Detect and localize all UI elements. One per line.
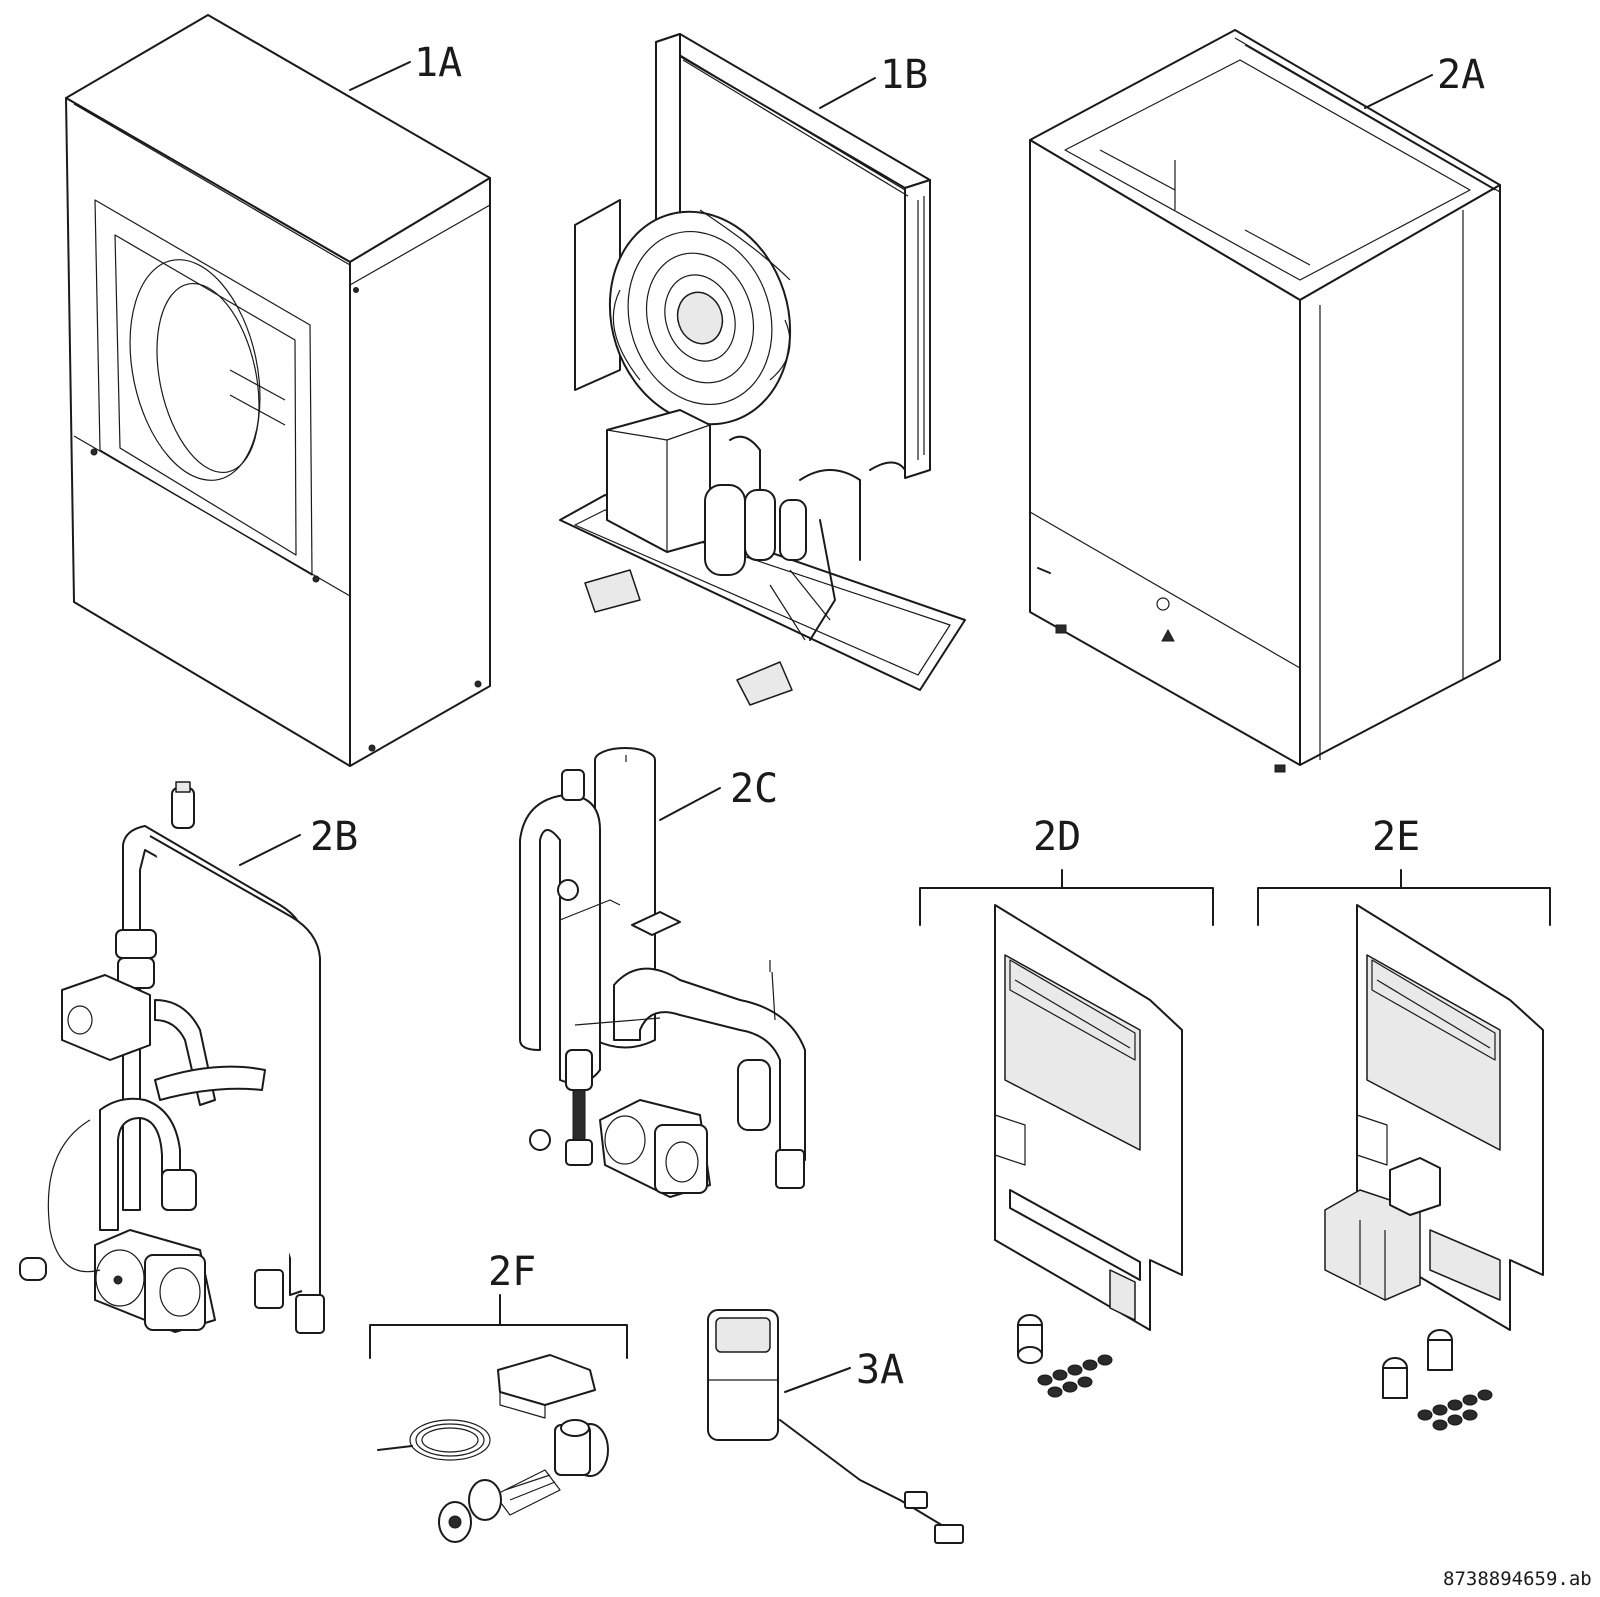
label-2d: 2D: [1033, 814, 1081, 860]
room-controller-3a: [707, 1309, 964, 1544]
label-2f: 2F: [488, 1249, 536, 1295]
control-board-2d: [919, 869, 1214, 1398]
label-2e: 2E: [1372, 814, 1420, 860]
leader-lines: [239, 61, 1433, 1393]
internals-1b: [559, 33, 966, 706]
reference-code: 8738894659.ab: [1443, 1568, 1592, 1590]
hydraulic-module-2b: [19, 781, 325, 1334]
accessory-kit-2f: [369, 1294, 628, 1543]
label-1b: 1B: [880, 52, 928, 98]
label-1a: 1A: [414, 40, 462, 86]
label-2c: 2C: [730, 766, 778, 812]
control-board-2e: [1257, 869, 1551, 1431]
label-2b: 2B: [310, 814, 358, 860]
label-3a: 3A: [856, 1347, 904, 1393]
casing-1a: [65, 14, 491, 767]
indoor-unit-2a: [1029, 29, 1501, 773]
separator-2c: [519, 747, 806, 1198]
label-2a: 2A: [1437, 52, 1485, 98]
